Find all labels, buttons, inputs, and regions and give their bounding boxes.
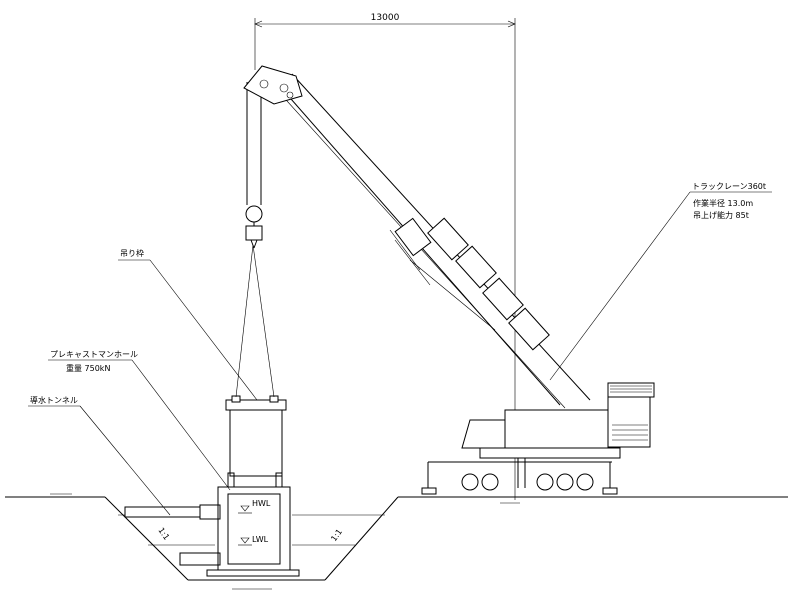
crane-boom [243,65,591,409]
hwl-marker: HWL [238,499,271,514]
crane-radius: 作業半径 13.0m [693,198,753,208]
suspended-manhole [225,205,287,477]
callout-manhole: プレキャストマンホール 重量 750kN [48,350,231,491]
callout-crane: トラックレーン360t 作業半径 13.0m 吊上げ能力 85t [549,182,772,381]
ground-and-excavation: 1:1 1:1 [5,493,788,590]
manhole-title: プレキャストマンホール [50,350,138,359]
hwl-label: HWL [252,499,271,508]
water-tunnel [124,504,221,566]
lwl-label: LWL [252,535,269,544]
crane-capacity: 吊上げ能力 85t [693,210,749,220]
dimension-label: 13000 [371,13,400,23]
crane-title: トラックレーン360t [692,182,766,191]
callout-sling-frame: 吊り枠 [118,248,258,401]
tunnel-label: 導水トンネル [30,395,78,405]
manhole-weight: 重量 750kN [66,363,110,373]
precast-manhole: HWL LWL [206,472,300,577]
lwl-marker: LWL [238,535,269,546]
crane-wheels [461,473,594,491]
slope-label-left: 1:1 [156,526,171,542]
crane-body [421,382,655,495]
slope-label-right: 1:1 [329,527,344,543]
sling-frame-label: 吊り枠 [120,248,144,258]
callout-tunnel: 導水トンネル [28,395,171,516]
